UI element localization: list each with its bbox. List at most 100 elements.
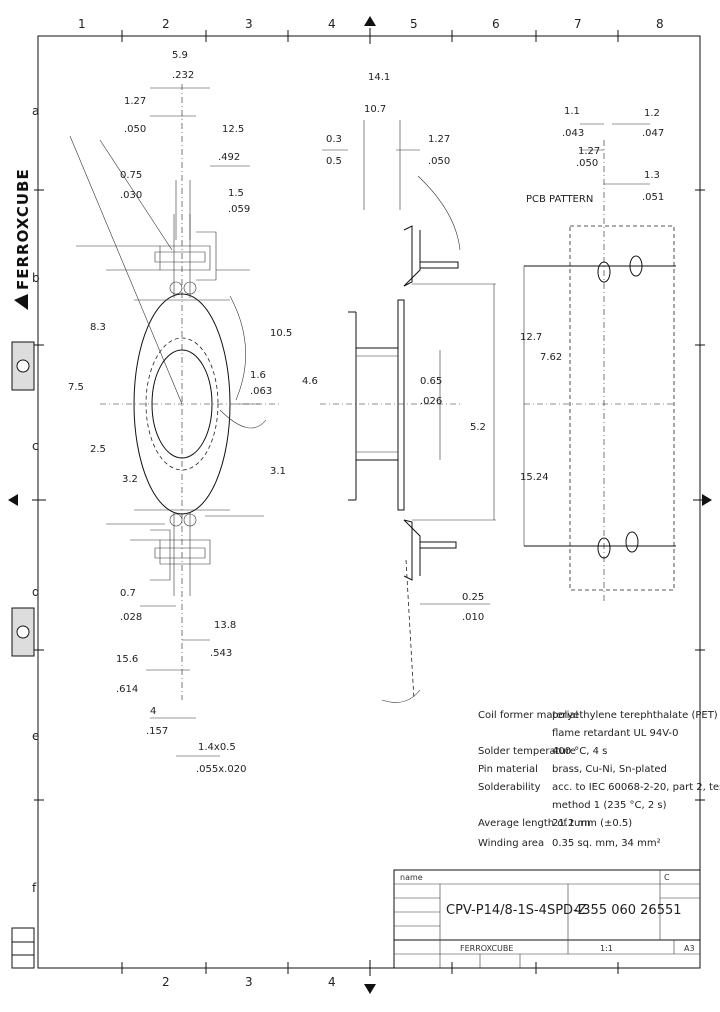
dim-label: 1.27 xyxy=(428,134,450,145)
dim-label: 7.62 xyxy=(540,352,562,363)
dim-label: .026 xyxy=(420,396,442,407)
dim-label: 1.6 xyxy=(250,370,266,381)
spec-label: Solderability xyxy=(478,782,541,793)
row-letter: d xyxy=(32,585,40,599)
dim-label: 12.7 xyxy=(520,332,542,343)
dim-label: 0.3 xyxy=(326,134,342,145)
revision: C xyxy=(664,873,670,882)
spec-table: Coil former material polyethylene tereph… xyxy=(478,710,720,849)
dim-label: 0.75 xyxy=(120,170,142,181)
col-number: 4 xyxy=(328,975,336,989)
col-number: 3 xyxy=(245,17,253,31)
dim-label: .047 xyxy=(642,128,664,139)
col-number: 7 xyxy=(574,17,582,31)
center-mark-bottom-icon xyxy=(364,984,376,994)
part-name: CPV-P14/8-1S-4SPD-Z xyxy=(446,903,587,918)
spec-label: Average length of turn xyxy=(478,818,591,829)
col-number: 1 xyxy=(78,17,86,31)
side-view xyxy=(320,120,496,703)
spec-value: polyethylene terephthalate (PET) xyxy=(552,710,718,721)
sheet-size: A3 xyxy=(684,944,695,953)
dim-label: 15.24 xyxy=(520,472,549,483)
dim-label: 7.5 xyxy=(68,382,84,393)
part-number: 4355 060 26551 xyxy=(574,903,682,918)
spec-label: Coil former material xyxy=(478,710,578,721)
top-view xyxy=(69,84,280,757)
dim-label: 14.1 xyxy=(368,72,390,83)
dim-label: 1.3 xyxy=(644,170,660,181)
row-letter: e xyxy=(32,729,39,743)
spec-value: brass, Cu-Ni, Sn-plated xyxy=(552,764,667,775)
row-letter: a xyxy=(32,104,39,118)
svg-text:FERROXCUBE: FERROXCUBE xyxy=(14,168,32,290)
dim-label: 1.2 xyxy=(644,108,660,119)
dim-label: .051 xyxy=(642,192,664,203)
center-mark-right-icon xyxy=(702,494,712,506)
dim-label: .059 xyxy=(228,204,250,215)
col-number: 5 xyxy=(410,17,418,31)
dim-label: 0.25 xyxy=(462,592,484,603)
dim-label: 10.7 xyxy=(364,104,386,115)
dim-label: 1.4x0.5 xyxy=(198,742,236,753)
dim-label: 15.6 xyxy=(116,654,138,665)
dim-label: .492 xyxy=(218,152,240,163)
col-number: 3 xyxy=(245,975,253,989)
dim-label: 1.1 xyxy=(564,106,580,117)
dim-label: 5.9 xyxy=(172,50,188,61)
scale: 1:1 xyxy=(600,944,613,953)
spec-label: Pin material xyxy=(478,764,538,775)
col-number: 8 xyxy=(656,17,664,31)
dim-label: .050 xyxy=(428,156,450,167)
dim-label: .063 xyxy=(250,386,272,397)
row-letter: c xyxy=(32,439,39,453)
title-block xyxy=(393,869,701,969)
left-legend-box xyxy=(11,927,35,969)
row-letter: b xyxy=(32,271,40,285)
dim-label: 0.7 xyxy=(120,588,136,599)
ferroxcube-logo: FERROXCUBE xyxy=(14,168,32,310)
col-number: 6 xyxy=(492,17,500,31)
company-name: FERROXCUBE xyxy=(460,944,513,953)
center-mark-top-icon xyxy=(364,16,376,26)
dim-label: 12.5 xyxy=(222,124,244,135)
dim-label: 8.3 xyxy=(90,322,106,333)
pcb-pattern-label: PCB PATTERN xyxy=(526,194,593,205)
col-number: 2 xyxy=(162,17,170,31)
dim-label: .232 xyxy=(172,70,194,81)
dim-label: 2.5 xyxy=(90,444,106,455)
spec-label: Winding area xyxy=(478,838,544,849)
dim-label: 4 xyxy=(150,706,156,717)
dim-label: .010 xyxy=(462,612,484,623)
spec-value: flame retardant UL 94V-0 xyxy=(552,728,678,739)
dim-label: .614 xyxy=(116,684,138,695)
dim-label: .157 xyxy=(146,726,168,737)
spec-value: method 1 (235 °C, 2 s) xyxy=(552,800,667,811)
spec-value: 0.35 sq. mm, 34 mm² xyxy=(552,838,661,849)
dim-label: .030 xyxy=(120,190,142,201)
dim-label: 13.8 xyxy=(214,620,236,631)
title-block-label: name xyxy=(400,873,423,882)
col-number: 4 xyxy=(328,17,336,31)
spec-label: Solder temperature xyxy=(478,746,576,757)
spec-value: acc. to IEC 60068-2-20, part 2, test Ta xyxy=(552,782,720,793)
dim-label: .055x.020 xyxy=(196,764,246,775)
row-letter: f xyxy=(32,881,37,895)
center-mark-left-icon xyxy=(8,494,18,506)
dim-label: 4.6 xyxy=(302,376,318,387)
spec-value: 400 °C, 4 s xyxy=(552,746,607,757)
dim-label: .043 xyxy=(562,128,584,139)
col-number: 2 xyxy=(162,975,170,989)
dim-label: 0.5 xyxy=(326,156,342,167)
dim-label: .050 xyxy=(124,124,146,135)
dim-label: 3.1 xyxy=(270,466,286,477)
dim-label: .028 xyxy=(120,612,142,623)
spec-value: 21.2 mm (±0.5) xyxy=(552,818,632,829)
dim-label: 5.2 xyxy=(470,422,486,433)
dim-label: .050 xyxy=(576,158,598,169)
dim-label: 10.5 xyxy=(270,328,292,339)
pcb-pattern-view xyxy=(523,123,676,602)
dim-label: 3.2 xyxy=(122,474,138,485)
dim-label: 1.5 xyxy=(228,188,244,199)
dim-label: 0.65 xyxy=(420,376,442,387)
